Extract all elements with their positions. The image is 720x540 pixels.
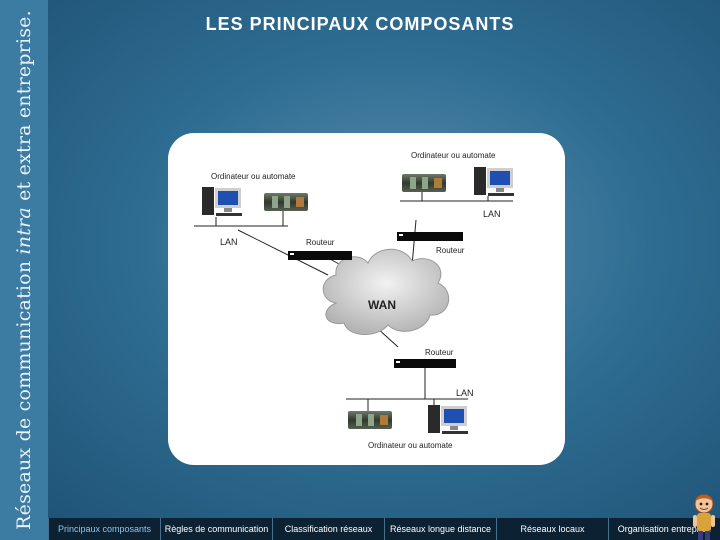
sidebar-title-text: Réseaux de communication intra et extra … <box>13 10 35 530</box>
lan-label: LAN <box>483 209 501 219</box>
slide-title: LES PRINCIPAUX COMPOSANTS <box>205 14 515 34</box>
network-diagram: WAN Ordinateur ou automate <box>168 133 565 465</box>
router-label: Routeur <box>425 348 454 357</box>
desktop-computer-icon <box>202 187 242 216</box>
nav-classification-reseaux[interactable]: Classification réseaux <box>272 518 384 540</box>
site-bottom: Routeur LAN Ordinateur ou automate <box>346 348 474 450</box>
wan-cloud: WAN <box>322 248 450 335</box>
plc-icon <box>264 193 308 211</box>
lan-label: LAN <box>456 388 474 398</box>
mascot-icon <box>693 494 715 540</box>
sidebar-vertical-title: Réseaux de communication intra et extra … <box>0 0 48 540</box>
computer-label: Ordinateur ou automate <box>211 172 296 181</box>
desktop-computer-icon <box>474 167 514 196</box>
sidebar-title-italic: intra <box>13 207 35 255</box>
sidebar-title-part1: Réseaux de communication <box>13 254 35 530</box>
computer-label: Ordinateur ou automate <box>411 151 496 160</box>
router-icon <box>394 359 456 368</box>
router-icon <box>288 251 352 260</box>
nav-organisation-entreprise[interactable]: Organisation entreprise <box>608 518 720 540</box>
nav-regles-communication[interactable]: Règles de communication <box>160 518 272 540</box>
router-label: Routeur <box>436 246 465 255</box>
desktop-computer-icon <box>428 405 468 434</box>
wan-label: WAN <box>368 298 396 312</box>
router-label: Routeur <box>306 238 335 247</box>
nav-reseaux-locaux[interactable]: Réseaux locaux <box>496 518 608 540</box>
site-top-right: Ordinateur ou automate LAN <box>397 151 514 255</box>
sidebar-title-part3: et extra entreprise. <box>13 10 35 208</box>
nav-reseaux-longue-distance[interactable]: Réseaux longue distance <box>384 518 496 540</box>
bottom-navigation: Principaux composants Règles de communic… <box>48 518 720 540</box>
site-top-left: Ordinateur ou automate LAN <box>194 172 352 260</box>
nav-principaux-composants[interactable]: Principaux composants <box>48 518 160 540</box>
plc-icon <box>348 411 392 429</box>
lan-label: LAN <box>220 237 238 247</box>
computer-label: Ordinateur ou automate <box>368 441 453 450</box>
router-icon <box>397 232 463 241</box>
plc-icon <box>402 174 446 192</box>
